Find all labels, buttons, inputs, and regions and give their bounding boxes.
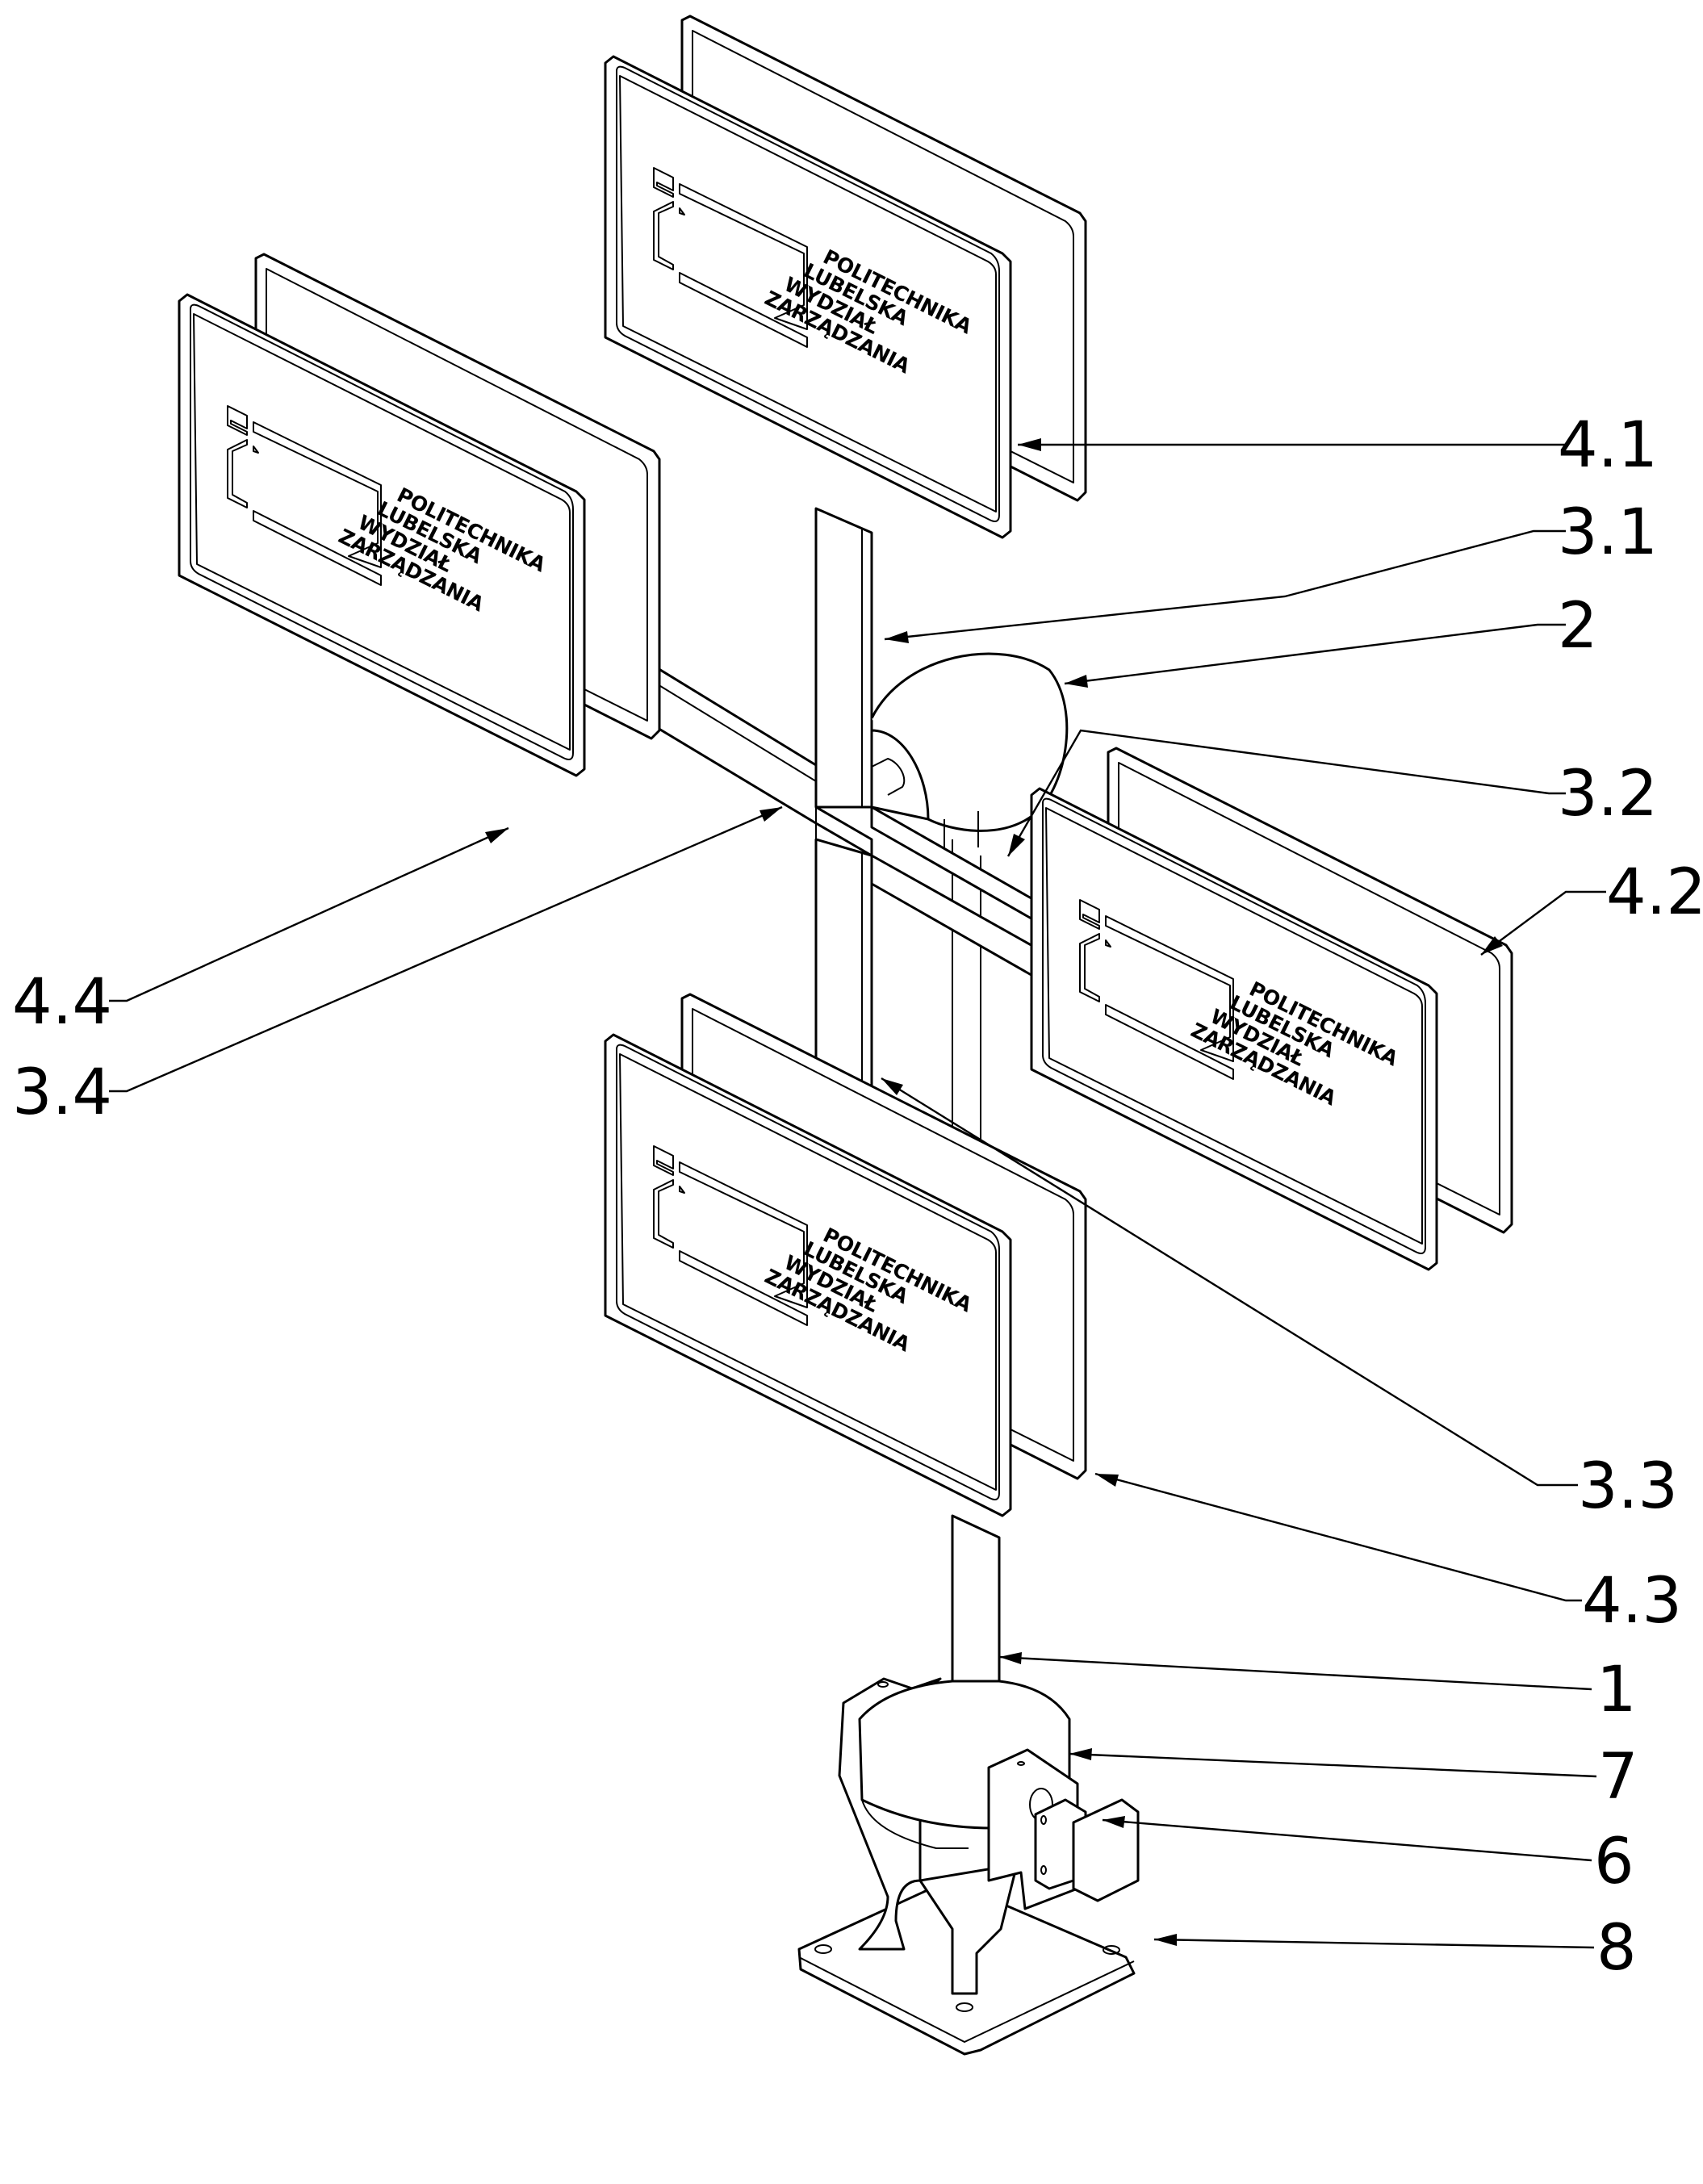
leader-4-3 bbox=[1094, 1472, 1582, 1602]
label-7: 7 bbox=[1598, 1741, 1638, 1814]
leader-4-2 bbox=[1480, 890, 1606, 956]
leader-3-4 bbox=[109, 805, 783, 1093]
leader-1 bbox=[998, 1655, 1592, 1691]
sign-panel-bottom: POLITECHNIKA LUBELSKA WYDZIAŁ ZARZĄDZANI… bbox=[604, 993, 1087, 1517]
label-6: 6 bbox=[1594, 1826, 1634, 1898]
label-4-4: 4.4 bbox=[12, 966, 112, 1039]
leader-6 bbox=[1102, 1818, 1592, 1862]
leader-lines bbox=[109, 438, 1606, 1949]
base-assembly bbox=[797, 1677, 1140, 2056]
cross-arm-right bbox=[870, 805, 1043, 982]
leader-2 bbox=[1064, 623, 1566, 685]
leader-7 bbox=[1069, 1752, 1597, 1778]
reference-labels: 4.1 3.1 2 3.2 4.2 4.4 3.4 3.3 4.3 1 7 6 … bbox=[12, 409, 1703, 1985]
label-8: 8 bbox=[1596, 1912, 1637, 1985]
leader-3-3 bbox=[881, 1077, 1578, 1487]
leader-3-1 bbox=[884, 529, 1566, 641]
label-4-1: 4.1 bbox=[1558, 409, 1658, 482]
sign-panel-top: POLITECHNIKA LUBELSKA WYDZIAŁ ZARZĄDZANI… bbox=[604, 15, 1087, 539]
label-1: 1 bbox=[1596, 1654, 1637, 1726]
sign-panel-right: POLITECHNIKA LUBELSKA WYDZIAŁ ZARZĄDZANI… bbox=[1030, 747, 1513, 1271]
label-3-4: 3.4 bbox=[12, 1056, 112, 1129]
label-3-1: 3.1 bbox=[1558, 496, 1658, 569]
label-3-2: 3.2 bbox=[1558, 758, 1658, 831]
label-2: 2 bbox=[1558, 590, 1598, 663]
leader-4-4 bbox=[109, 826, 509, 1002]
leader-8 bbox=[1153, 1938, 1595, 1949]
lamp bbox=[870, 652, 1069, 847]
label-3-3: 3.3 bbox=[1578, 1450, 1678, 1523]
sign-panel-left: POLITECHNIKA LUBELSKA WYDZIAŁ ZARZĄDZANI… bbox=[178, 253, 661, 777]
leader-3-2 bbox=[1006, 729, 1566, 857]
label-4-3: 4.3 bbox=[1582, 1565, 1682, 1638]
label-4-2: 4.2 bbox=[1606, 856, 1703, 929]
